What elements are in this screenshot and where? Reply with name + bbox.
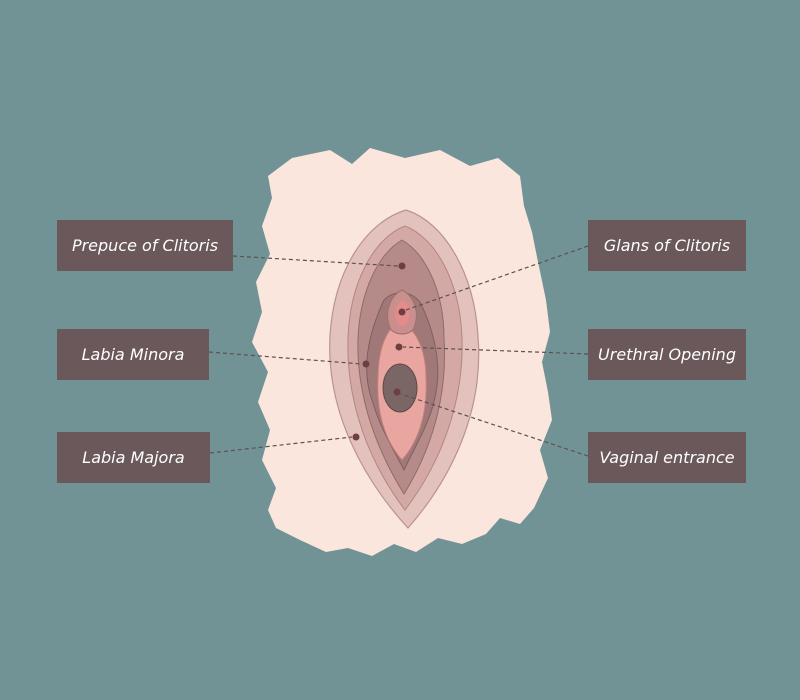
- leader-majora: [209, 436, 353, 454]
- label-labia-majora: Labia Majora: [57, 432, 210, 483]
- label-urethral-opening: Urethral Opening: [588, 329, 746, 380]
- marker-vaginal: [393, 388, 401, 396]
- marker-majora: [352, 433, 360, 441]
- marker-prepuce: [398, 262, 406, 270]
- marker-minora: [362, 360, 370, 368]
- vaginal-entrance-shape: [382, 363, 418, 413]
- leader-urethral: [402, 346, 589, 355]
- marker-glans: [398, 308, 406, 316]
- label-labia-minora: Labia Minora: [57, 329, 209, 380]
- marker-urethral: [395, 343, 403, 351]
- leader-vaginal: [400, 393, 589, 457]
- leader-minora: [208, 351, 363, 365]
- label-prepuce-of-clitoris: Prepuce of Clitoris: [57, 220, 233, 271]
- label-glans-of-clitoris: Glans of Clitoris: [588, 220, 746, 271]
- label-vaginal-entrance: Vaginal entrance: [588, 432, 746, 483]
